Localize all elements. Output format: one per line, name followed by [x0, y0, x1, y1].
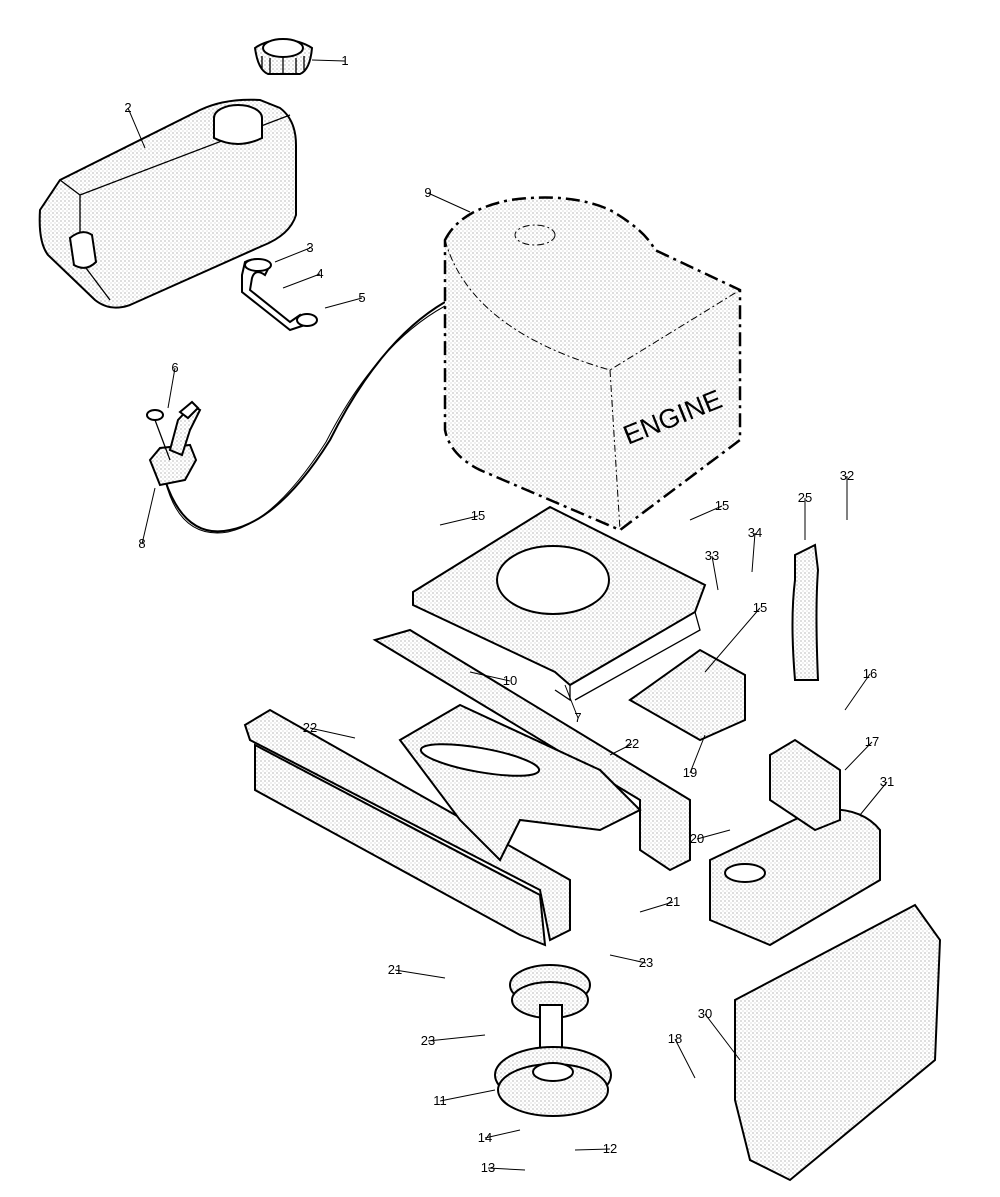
heat-shield: [734, 903, 942, 1182]
callout-16: 16: [863, 666, 877, 681]
leader-7: [564, 684, 579, 719]
callout-32: 32: [840, 468, 854, 483]
leader-23b: [427, 1034, 486, 1042]
callout-10: 10: [503, 673, 517, 688]
callout-31: 31: [880, 774, 894, 789]
leader-20: [696, 829, 731, 840]
leader-16: [844, 673, 871, 711]
leader-22a: [309, 727, 356, 739]
callout-34: 34: [748, 525, 762, 540]
callout-1: 1: [341, 53, 348, 68]
leader-9: [427, 192, 471, 213]
callout-15c: 15: [753, 600, 767, 615]
frame: [243, 628, 691, 947]
callout-22b: 22: [625, 736, 639, 751]
leader-30: [704, 1013, 741, 1061]
callout-19: 19: [683, 765, 697, 780]
callout-21a: 21: [666, 894, 680, 909]
leader-15a: [439, 515, 479, 526]
callout-9: 9: [424, 185, 431, 200]
leader-21b: [394, 969, 446, 979]
leader-13: [487, 1167, 526, 1171]
brackets: [628, 648, 841, 832]
callout-11: 11: [433, 1093, 447, 1108]
leader-19: [689, 734, 706, 774]
leader-31: [859, 781, 888, 816]
fuel-line: [241, 258, 318, 332]
callout-2: 2: [124, 100, 131, 115]
leader-34: [751, 532, 756, 573]
callout-6: 6: [171, 360, 178, 375]
callout-18: 18: [668, 1031, 682, 1046]
exhaust-pipe: [791, 543, 820, 681]
callout-13: 13: [481, 1160, 495, 1175]
leader-18: [674, 1038, 696, 1079]
leader-15b: [689, 505, 723, 521]
callout-3: 3: [306, 240, 313, 255]
callout-20: 20: [690, 831, 704, 846]
engine: [443, 196, 742, 532]
callout-7: 7: [574, 710, 581, 725]
leader-5: [324, 297, 363, 309]
callout-15a: 15: [471, 508, 485, 523]
throttle-control: [146, 301, 446, 534]
leader-2: [127, 107, 146, 149]
leader-6: [167, 367, 176, 409]
leader-23a: [609, 954, 647, 964]
leader-3: [274, 247, 311, 263]
leader-4: [282, 273, 321, 289]
leader-11: [439, 1089, 496, 1102]
callout-5: 5: [358, 290, 365, 305]
callout-33: 33: [705, 548, 719, 563]
leader-22b: [609, 743, 633, 756]
leader-1: [311, 59, 346, 62]
callout-12: 12: [603, 1141, 617, 1156]
callout-14: 14: [478, 1130, 492, 1145]
leader-8: [141, 487, 156, 545]
leader-12: [574, 1148, 611, 1151]
callout-23b: 23: [421, 1033, 435, 1048]
callouts: 1234567891011121314151515161718192021212…: [124, 53, 894, 1175]
engine-mounting-plate: [412, 505, 707, 702]
leader-21a: [639, 901, 674, 913]
callout-22a: 22: [303, 720, 317, 735]
leader-33: [711, 555, 719, 591]
fuel-cap: [253, 38, 314, 75]
callout-17: 17: [865, 734, 879, 749]
callout-23a: 23: [639, 955, 653, 970]
lower-pulley: [494, 1046, 612, 1117]
callout-21b: 21: [388, 962, 402, 977]
muffler: [709, 808, 881, 947]
leader-10: [469, 671, 511, 682]
leader-14: [484, 1129, 521, 1139]
leader-15c: [704, 607, 761, 673]
callout-25: 25: [798, 490, 812, 505]
fuel-tank: [38, 98, 297, 309]
callout-4: 4: [316, 266, 323, 281]
callout-8: 8: [138, 536, 145, 551]
callout-15b: 15: [715, 498, 729, 513]
leader-17: [844, 741, 873, 771]
upper-pulley: [509, 964, 591, 1071]
callout-30: 30: [698, 1006, 712, 1021]
